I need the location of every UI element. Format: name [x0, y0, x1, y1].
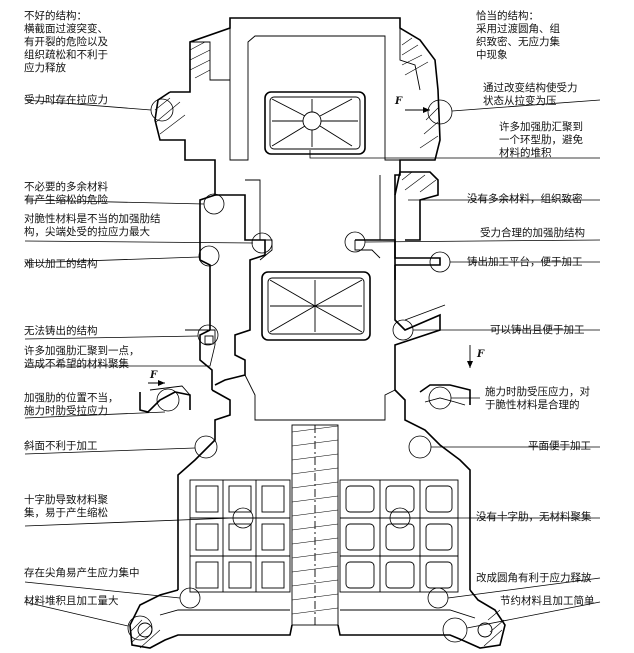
label-line: 材料的堆积: [499, 147, 552, 159]
label-line: 节约材料且加工简单: [500, 595, 595, 607]
label-line: 无法铸出的结构: [24, 325, 98, 337]
label-line: 材料堆积且加工量大: [24, 595, 119, 607]
label-line: 加强肋的位置不当，: [24, 392, 119, 404]
label-line: 存在尖角易产生应力集中: [24, 567, 140, 579]
label-line: 状态从拉变为压: [483, 95, 557, 107]
label-line: 应力释放: [24, 62, 66, 74]
label-compression-rib: 施力时肋受压应力，对 于脆性材料是合理的: [485, 386, 590, 412]
label-hard-to-machine: 难以加工的结构: [24, 258, 98, 271]
label-line: 构，尖端处受的拉应力最大: [24, 226, 150, 238]
label-ring-rib: 许多加强肋汇聚到 一个环型肋，避免 材料的堆积: [499, 121, 583, 160]
label-line: 没有多余材料，组织致密: [467, 193, 583, 205]
label-good-structure: 恰当的结构： 采用过渡圆角、组 织致密、无应力集 中现象: [476, 10, 560, 62]
label-tensile-stress: 受力时存在拉应力: [24, 94, 108, 107]
label-line: 通过改变结构使受力: [483, 82, 578, 94]
detail-circles: [127, 98, 468, 643]
casting-outline: [129, 17, 506, 649]
label-line: 受力时存在拉应力: [24, 94, 108, 106]
label-cross-rib: 十字肋导致材料聚 集，易于产生缩松: [24, 494, 108, 520]
label-line: 可以铸出且便于加工: [490, 324, 585, 336]
label-line: 许多加强肋汇聚到: [499, 121, 583, 133]
label-no-excess: 没有多余材料，组织致密: [467, 193, 583, 206]
label-machining-platform: 铸出加工平台，便于加工: [467, 256, 583, 269]
label-line: 改成圆角有利于应力释放: [476, 572, 592, 584]
label-improper-rib: 对脆性材料是不当的加强肋结 构，尖端处受的拉应力最大: [24, 213, 161, 239]
label-line: 施力时肋受压应力，对: [485, 386, 590, 398]
label-line: 许多加强肋汇聚到一点，: [24, 345, 140, 357]
label-line: 不好的结构：: [24, 10, 87, 22]
label-sharp-corner: 存在尖角易产生应力集中: [24, 567, 140, 580]
force-arrows: [148, 107, 473, 386]
label-line: 铸出加工平台，便于加工: [467, 256, 583, 268]
label-ribs-converge: 许多加强肋汇聚到一点， 造成不希望的材料聚集: [24, 345, 140, 371]
label-rounded-corner: 改成圆角有利于应力释放: [476, 572, 592, 585]
label-rib-position: 加强肋的位置不当， 施力时肋受拉应力: [24, 392, 119, 418]
label-line: 于脆性材料是合理的: [485, 399, 580, 411]
label-line: 十字肋导致材料聚: [24, 494, 108, 506]
label-line: 难以加工的结构: [24, 258, 98, 270]
label-line: 采用过渡圆角、组: [476, 23, 560, 35]
label-bad-structure: 不好的结构： 横截面过渡突变、 有开裂的危险以及 组织疏松和不利于 应力释放: [24, 10, 108, 75]
label-slope: 斜面不利于加工: [24, 440, 98, 453]
label-cannot-cast: 无法铸出的结构: [24, 325, 98, 338]
label-line: 有产生缩松的危险: [24, 194, 108, 206]
label-tension-to-compression: 通过改变结构使受力 状态从拉变为压: [483, 82, 578, 108]
label-line: 织致密、无应力集: [476, 36, 560, 48]
label-line: 恰当的结构：: [476, 10, 539, 22]
label-line: 对脆性材料是不当的加强肋结: [24, 213, 161, 225]
label-line: 横截面过渡突变、: [24, 23, 108, 35]
label-no-cross-rib: 没有十字肋，无材料聚集: [476, 511, 592, 524]
label-flat-surface: 平面便于加工: [528, 440, 591, 453]
label-reasonable-rib: 受力合理的加强肋结构: [480, 227, 585, 240]
label-line: 集，易于产生缩松: [24, 507, 108, 519]
force-symbol-upper: F: [395, 96, 403, 107]
label-line: 平面便于加工: [528, 440, 591, 452]
label-line: 受力合理的加强肋结构: [480, 227, 585, 239]
label-castable: 可以铸出且便于加工: [490, 324, 585, 337]
leader-lines: [24, 99, 601, 629]
label-line: 造成不希望的材料聚集: [24, 358, 129, 370]
label-line: 中现象: [476, 49, 508, 61]
label-line: 没有十字肋，无材料聚集: [476, 511, 592, 523]
label-line: 组织疏松和不利于: [24, 49, 108, 61]
label-line: 斜面不利于加工: [24, 440, 98, 452]
force-symbol-left: F: [150, 370, 158, 381]
label-line: 一个环型肋，避免: [499, 134, 583, 146]
label-excess-material: 不必要的多余材料 有产生缩松的危险: [24, 181, 108, 207]
label-save-material: 节约材料且加工简单: [500, 595, 595, 608]
label-line: 施力时肋受拉应力: [24, 405, 108, 417]
force-symbol-right: F: [477, 349, 485, 360]
label-material-pile: 材料堆积且加工量大: [24, 595, 119, 608]
label-line: 有开裂的危险以及: [24, 36, 108, 48]
label-line: 不必要的多余材料: [24, 181, 108, 193]
